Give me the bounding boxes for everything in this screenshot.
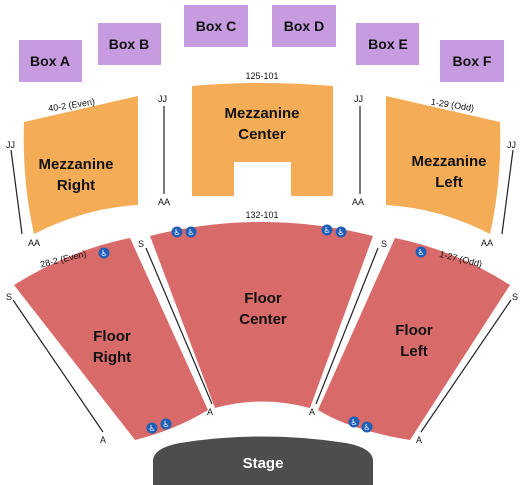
svg-text:♿: ♿ xyxy=(337,228,344,237)
floor-left-row-s: S xyxy=(512,292,518,302)
mezzanine-left-section[interactable]: Mezzanine Left xyxy=(386,96,501,234)
box-b[interactable]: Box B xyxy=(98,23,161,65)
mezzanine-left-outer-row-line xyxy=(501,149,514,235)
box-a-label: Box A xyxy=(30,53,70,69)
floor-right-label-2: Right xyxy=(93,349,131,366)
wheelchair-icon: ♿ xyxy=(348,416,360,428)
floor-center-label-1: Floor xyxy=(244,290,282,307)
floor-left-label-1: Floor xyxy=(395,322,433,339)
svg-text:♿: ♿ xyxy=(100,249,107,258)
stage-label: Stage xyxy=(243,455,284,472)
svg-text:♿: ♿ xyxy=(162,420,169,429)
mezzanine-center-label-1: Mezzanine xyxy=(224,105,299,122)
mezzanine-center-row-jj: JJ xyxy=(354,94,363,104)
mezzanine-right-row-jj: JJ xyxy=(158,94,167,104)
floor-center-label-2: Center xyxy=(239,311,287,328)
wheelchair-icon: ♿ xyxy=(98,247,110,259)
floor-center-right-row-line xyxy=(315,247,379,405)
wheelchair-icon: ♿ xyxy=(185,226,197,238)
floor-right-label-1: Floor xyxy=(93,328,131,345)
mezzanine-center-section[interactable]: Mezzanine Center xyxy=(192,83,333,196)
mezzanine-left-label-2: Left xyxy=(435,174,463,191)
box-a[interactable]: Box A xyxy=(19,40,82,82)
mezzanine-center-label-2: Center xyxy=(238,126,286,143)
floor-right-section[interactable]: Floor Right xyxy=(14,238,208,440)
svg-text:♿: ♿ xyxy=(363,423,370,432)
floor-left-outer-row-line xyxy=(420,299,512,433)
floor-center-section[interactable]: Floor Center xyxy=(150,222,373,408)
svg-text:♿: ♿ xyxy=(350,418,357,427)
wheelchair-icon: ♿ xyxy=(321,224,333,236)
mezzanine-right-label-1: Mezzanine xyxy=(38,156,113,173)
wheelchair-icon: ♿ xyxy=(361,421,373,433)
box-f[interactable]: Box F xyxy=(440,40,504,82)
box-e-label: Box E xyxy=(368,36,408,52)
mezzanine-right-row-aa-outer: AA xyxy=(28,238,40,248)
wheelchair-icon: ♿ xyxy=(335,226,347,238)
box-d[interactable]: Box D xyxy=(272,5,336,47)
box-f-label: Box F xyxy=(453,53,492,69)
box-b-label: Box B xyxy=(109,36,149,52)
wheelchair-icon: ♿ xyxy=(415,246,427,258)
floor-center-row-s-left: S xyxy=(138,239,144,249)
mezzanine-left-row-jj: JJ xyxy=(507,140,516,150)
mezzanine-left-label-1: Mezzanine xyxy=(411,153,486,170)
floor-left-section[interactable]: Floor Left xyxy=(318,238,510,440)
wheelchair-icon: ♿ xyxy=(146,422,158,434)
mezzanine-left-row-aa: AA xyxy=(481,238,493,248)
box-e[interactable]: Box E xyxy=(356,23,419,65)
stage: Stage xyxy=(153,436,373,485)
floor-right-row-a: A xyxy=(100,435,106,445)
svg-text:♿: ♿ xyxy=(187,228,194,237)
floor-center-row-s-right: S xyxy=(381,239,387,249)
svg-text:♿: ♿ xyxy=(173,228,180,237)
svg-text:♿: ♿ xyxy=(323,226,330,235)
wheelchair-icon: ♿ xyxy=(160,418,172,430)
box-c[interactable]: Box C xyxy=(184,5,248,47)
box-d-label: Box D xyxy=(284,18,324,34)
floor-right-outer-row-line xyxy=(12,299,104,433)
floor-left-label-2: Left xyxy=(400,343,428,360)
floor-center-row-a-left: A xyxy=(207,407,213,417)
floor-center-row-a-right: A xyxy=(309,407,315,417)
floor-center-seat-range: 132-101 xyxy=(245,210,278,220)
mezzanine-right-outer-row-line xyxy=(10,149,23,235)
floor-right-row-s: S xyxy=(6,292,12,302)
box-c-label: Box C xyxy=(196,18,236,34)
mezzanine-right-label-2: Right xyxy=(57,177,95,194)
wheelchair-icon: ♿ xyxy=(171,226,183,238)
floor-left-row-a: A xyxy=(416,435,422,445)
mezzanine-right-row-jj-outer: JJ xyxy=(6,140,15,150)
svg-text:♿: ♿ xyxy=(417,248,424,257)
mezzanine-right-row-aa: AA xyxy=(158,197,170,207)
svg-text:♿: ♿ xyxy=(148,424,155,433)
mezzanine-center-seat-range: 125-101 xyxy=(245,71,278,81)
mezzanine-right-section[interactable]: Mezzanine Right xyxy=(23,96,138,234)
mezzanine-center-row-aa: AA xyxy=(352,197,364,207)
floor-right-inner-row-line xyxy=(145,247,213,405)
